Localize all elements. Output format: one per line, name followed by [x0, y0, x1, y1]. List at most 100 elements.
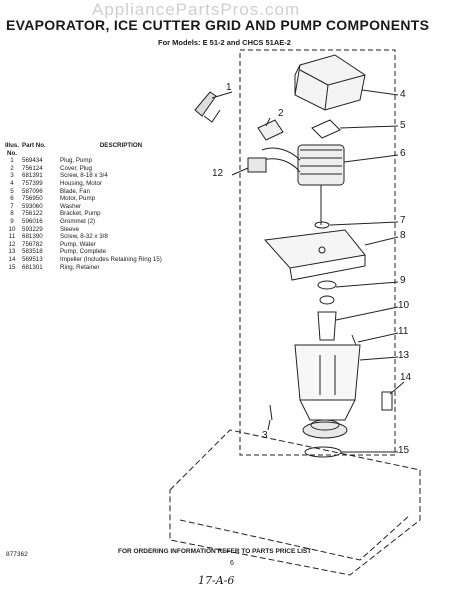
diagram-code: 877362 — [6, 551, 28, 558]
pump-complete — [294, 344, 361, 421]
callout-1: 1 — [226, 82, 232, 93]
part-no: 756122 — [22, 210, 43, 218]
illus-no: 6 — [10, 195, 14, 203]
leader-12 — [231, 167, 249, 176]
leader-11 — [357, 332, 399, 343]
impeller — [302, 419, 348, 439]
illus-no: 4 — [10, 179, 14, 187]
page-number: 6 — [230, 560, 234, 567]
motor-housing — [294, 54, 366, 111]
leader-7 — [329, 221, 399, 226]
part-no-header: Part No. — [22, 142, 46, 149]
grommet — [319, 295, 335, 305]
parts-row: 6 756950 Motor, Pump — [2, 195, 182, 203]
leader-4 — [361, 89, 399, 96]
illus-no: 1 — [10, 157, 14, 165]
leader-1 — [211, 91, 233, 99]
illus-no: 8 — [10, 210, 14, 218]
watermark: AppliancePartsPros.com — [92, 0, 301, 19]
illus-no: 5 — [10, 187, 14, 195]
part-no: 596016 — [22, 217, 43, 225]
leader-13 — [359, 356, 399, 361]
parts-list-header: Illus. No. Part No. DESCRIPTION — [2, 142, 182, 157]
pump-plug — [194, 91, 221, 123]
description-header: DESCRIPTION — [99, 142, 143, 149]
part-no: 757399 — [22, 179, 43, 187]
callout-9: 9 — [400, 275, 406, 286]
base-tray — [169, 429, 421, 576]
part-description: Pump, Complete — [60, 248, 107, 256]
parts-row: 7 593060 Washer — [2, 203, 182, 211]
washer — [314, 221, 330, 229]
leader-14 — [389, 381, 405, 395]
leader-6 — [343, 154, 399, 163]
part-description: Screw, 8-32 x 3/8 — [60, 233, 108, 241]
callout-7: 7 — [400, 215, 406, 226]
part-no: 569434 — [22, 157, 43, 165]
leader-3 — [267, 419, 271, 431]
callout-3: 3 — [262, 430, 268, 441]
screw-3 — [269, 404, 273, 421]
leader-10 — [335, 306, 399, 321]
parts-row: 4 757399 Housing, Motor — [2, 180, 182, 188]
part-no: 593229 — [22, 225, 43, 233]
part-description: Impeller (Includes Retaining Ring 15) — [60, 255, 162, 263]
part-no: 593060 — [22, 202, 43, 210]
handwritten-note: 17-A-6 — [198, 574, 235, 587]
callout-8: 8 — [400, 230, 406, 241]
wire-connector — [247, 157, 267, 173]
leader-9 — [335, 281, 399, 288]
part-description: Grommet (2) — [60, 217, 96, 225]
pump-bracket — [263, 229, 366, 281]
illus-no: 14 — [8, 255, 16, 263]
parts-row: 9 596016 Grommet (2) — [2, 218, 182, 226]
part-description: Blade, Fan — [60, 187, 90, 195]
parts-row: 1 569434 Plug, Pump — [2, 157, 182, 165]
illus-no: 3 — [10, 172, 14, 180]
parts-row: 10 593229 Sleeve — [2, 226, 182, 234]
plug-cover — [257, 119, 284, 141]
part-description: Sleeve — [60, 225, 79, 233]
callout-6: 6 — [400, 148, 406, 159]
part-no: 569513 — [22, 255, 43, 263]
illus-no: 11 — [8, 233, 16, 241]
callout-11: 11 — [398, 326, 409, 337]
assembly-outline — [239, 49, 396, 456]
callout-13: 13 — [398, 350, 410, 361]
leader-2 — [265, 117, 271, 127]
part-description: Washer — [60, 202, 82, 210]
ordering-footer: FOR ORDERING INFORMATION REFER TO PARTS … — [118, 548, 312, 555]
part-no: 756950 — [22, 195, 43, 203]
part-no: 681390 — [22, 233, 43, 241]
page-title: EVAPORATOR, ICE CUTTER GRID AND PUMP COM… — [6, 17, 430, 33]
part-description: Housing, Motor — [60, 179, 102, 187]
leader-5 — [339, 125, 399, 129]
callout-5: 5 — [400, 120, 406, 131]
callout-10: 10 — [398, 300, 410, 311]
parts-row: 14 569513 Impeller (Includes Retaining Rin… — [2, 256, 182, 264]
part-description: Motor, Pump — [60, 195, 96, 203]
part-description: Ring, Retainer — [60, 263, 100, 271]
part-description: Pump, Water — [60, 240, 96, 248]
illus-no: 2 — [10, 164, 14, 172]
grommet — [317, 280, 337, 290]
illus-no: 9 — [10, 217, 14, 225]
parts-row: 13 583518 Pump, Complete — [2, 248, 182, 256]
wire-harness — [261, 147, 301, 173]
illus-no: 7 — [10, 202, 14, 210]
illus-no-header: Illus. No. — [4, 142, 20, 157]
part-no: 583518 — [22, 248, 43, 256]
callout-14: 14 — [400, 372, 412, 383]
illus-no: 10 — [8, 225, 16, 233]
parts-row: 11 681390 Screw, 8-32 x 3/8 — [2, 233, 182, 241]
part-description: Plug, Pump — [60, 157, 92, 165]
part-no: 681391 — [22, 172, 43, 180]
model-subtitle: For Models: E 51-2 and CHCS 51AE-2 — [158, 38, 291, 47]
part-description: Cover, Plug — [60, 164, 92, 172]
illus-no: 13 — [8, 248, 16, 256]
